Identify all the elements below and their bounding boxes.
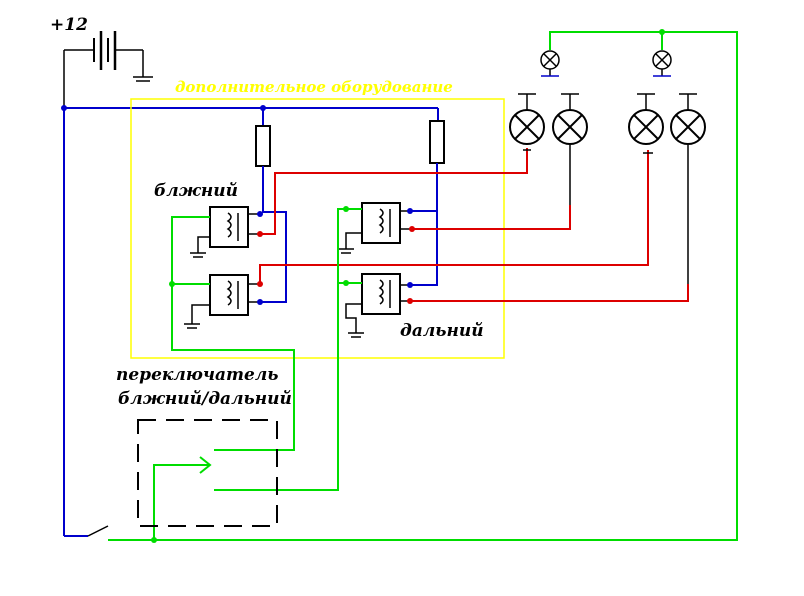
switch-contact (199, 456, 212, 474)
lamp-1 (509, 109, 545, 145)
lamp-4 (670, 109, 706, 145)
junction-dot (260, 105, 266, 111)
lamp-2 (552, 109, 588, 145)
fuse-outputs (260, 163, 438, 303)
relay-low-2 (209, 274, 263, 316)
lamp-wires (526, 94, 689, 284)
fuse-high (429, 120, 445, 164)
junction-dot (169, 281, 175, 287)
switch-label-line1: переключатель (116, 365, 278, 385)
junction-dot (343, 206, 349, 212)
supply-label: +12 (50, 15, 88, 35)
fuse-low (255, 125, 271, 167)
relay-low-1 (209, 206, 263, 248)
high-beam-label: дальний (400, 321, 484, 341)
red-wires (259, 148, 689, 302)
battery (64, 31, 144, 77)
junction-dot (343, 280, 349, 286)
indicator-lamp-1 (540, 50, 560, 76)
switch-label-line2: блжний/дальний (118, 389, 292, 409)
frame-label: дополнительное оборудование (175, 78, 453, 96)
main-switch (87, 525, 109, 537)
junction-dot (61, 105, 67, 111)
indicator-lamp-2 (652, 50, 672, 76)
relay-high-2 (361, 273, 413, 315)
beam-switch-box (137, 419, 278, 527)
lamp-grounds (518, 93, 697, 154)
relay-high-1 (361, 202, 415, 244)
junction-dot (659, 29, 665, 35)
low-beam-label: блжний (154, 181, 238, 201)
supply-wire (63, 107, 439, 537)
relay-grounds (184, 232, 364, 338)
junction-dot (151, 537, 157, 543)
battery-ground (133, 76, 153, 82)
lamp-3 (628, 109, 664, 145)
